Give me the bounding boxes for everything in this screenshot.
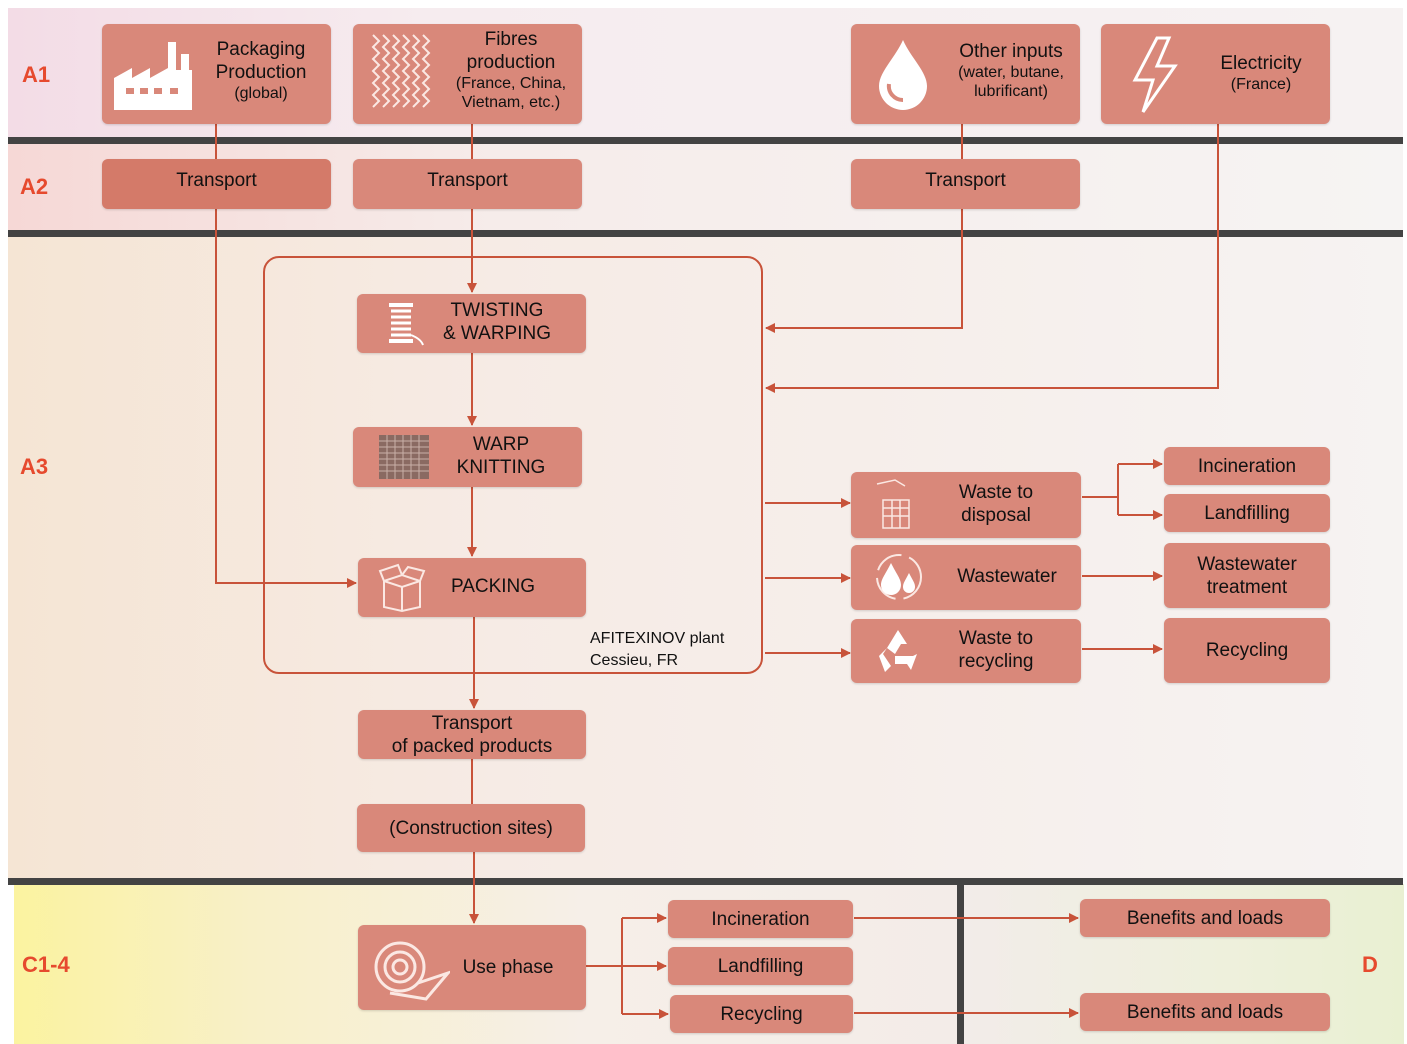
stage-label-c: C1-4	[22, 952, 70, 977]
divider-a2-a3	[8, 230, 1403, 237]
fibres-production-sub: (France, China, Vietnam, etc.)	[455, 75, 567, 111]
benefits-loads-2-label: Benefits and loads	[1126, 1001, 1284, 1023]
water-drop-icon	[879, 40, 927, 110]
c-incineration-label: Incineration	[711, 908, 810, 930]
c-incineration-box: Incineration	[668, 900, 853, 938]
packaging-production-title: Packaging Production	[215, 39, 307, 83]
transport-fibres-box: Transport	[353, 159, 582, 209]
wastewater-box: Wastewater	[851, 545, 1081, 610]
stage-label-a3: A3	[20, 454, 49, 479]
warp-knitting-label: WARP KNITTING	[456, 434, 546, 478]
incineration-box: Incineration	[1164, 447, 1330, 485]
benefits-loads-1-box: Benefits and loads	[1080, 899, 1330, 937]
wastewater-treatment-label: Wastewater treatment	[1197, 553, 1297, 598]
knitted-fabric-icon	[379, 435, 429, 479]
stage-label-d: D	[1362, 952, 1378, 977]
plant-boundary	[263, 256, 763, 674]
stage-label-a2: A2	[20, 174, 49, 199]
use-phase-label: Use phase	[462, 957, 554, 978]
c-recycling-label: Recycling	[720, 1003, 803, 1025]
electricity-sub: (France)	[1230, 76, 1292, 93]
twisting-warping-label: TWISTING & WARPING	[442, 300, 552, 344]
wastewater-treatment-box: Wastewater treatment	[1164, 543, 1330, 608]
c-recycling-box: Recycling	[670, 995, 853, 1033]
landfilling-label: Landfilling	[1204, 502, 1290, 524]
arrow-to-packing	[215, 209, 357, 588]
fibres-production-title: Fibres production	[466, 29, 556, 73]
recycle-icon	[879, 630, 917, 672]
waste-disposal-box: Waste to disposal	[851, 472, 1081, 538]
other-inputs-sub: (water, butane, lubrificant)	[958, 64, 1064, 100]
lightning-icon	[1132, 36, 1178, 113]
water-recycle-icon	[876, 554, 922, 600]
wastewater-label: Wastewater	[957, 566, 1057, 587]
stage-label-a1: A1	[22, 62, 51, 87]
rolled-geotextile-icon	[374, 941, 450, 1001]
c-landfilling-box: Landfilling	[668, 947, 853, 985]
use-phase-box: Use phase	[358, 925, 586, 1010]
landfilling-box: Landfilling	[1164, 494, 1330, 532]
c-landfilling-label: Landfilling	[717, 955, 804, 977]
packaging-production-box: Packaging Production (global)	[102, 24, 331, 124]
divider-c-d	[957, 884, 964, 1044]
waste-recycling-label: Waste to recycling	[958, 628, 1034, 672]
electricity-box: Electricity (France)	[1101, 24, 1330, 124]
open-box-icon	[378, 563, 426, 613]
transport-packed-box: Transport of packed products	[358, 710, 586, 759]
waste-recycling-box: Waste to recycling	[851, 619, 1081, 683]
transport-fibres-label: Transport	[427, 170, 508, 191]
fibres-production-box: Fibres production (France, China, Vietna…	[353, 24, 582, 124]
divider-a3-c	[8, 878, 1403, 885]
spool-icon	[389, 303, 424, 346]
recycling-label: Recycling	[1205, 640, 1289, 661]
other-inputs-title: Other inputs	[959, 41, 1063, 62]
benefits-loads-1-label: Benefits and loads	[1126, 907, 1284, 929]
packing-label: PACKING	[450, 576, 536, 597]
arrow-other-into-plant	[765, 209, 963, 333]
construction-sites-label: (Construction sites)	[389, 817, 553, 839]
waste-bin-icon	[876, 479, 910, 529]
transport-other-box: Transport	[851, 159, 1080, 209]
warp-knitting-box: WARP KNITTING	[353, 427, 582, 487]
plant-label: AFITEXINOV plant Cessieu, FR	[590, 630, 725, 669]
packing-box: PACKING	[358, 558, 586, 617]
divider-a1-a2	[8, 137, 1403, 144]
transport-packaging-label: Transport	[176, 170, 257, 191]
incineration-label: Incineration	[1197, 455, 1297, 477]
construction-sites-box: (Construction sites)	[357, 804, 585, 852]
recycling-box: Recycling	[1164, 618, 1330, 683]
transport-packed-label: Transport of packed products	[391, 712, 553, 757]
waste-disposal-label: Waste to disposal	[958, 482, 1034, 526]
transport-packaging-box: Transport	[102, 159, 331, 209]
factory-icon	[114, 42, 192, 110]
arrow-electricity-into-plant	[765, 124, 1219, 393]
electricity-title: Electricity	[1220, 53, 1302, 74]
wavy-fibres-icon	[371, 34, 431, 108]
twisting-warping-box: TWISTING & WARPING	[357, 294, 586, 353]
benefits-loads-2-box: Benefits and loads	[1080, 993, 1330, 1031]
packaging-production-sub: (global)	[234, 85, 288, 102]
other-inputs-box: Other inputs (water, butane, lubrificant…	[851, 24, 1080, 124]
transport-other-label: Transport	[925, 170, 1006, 191]
